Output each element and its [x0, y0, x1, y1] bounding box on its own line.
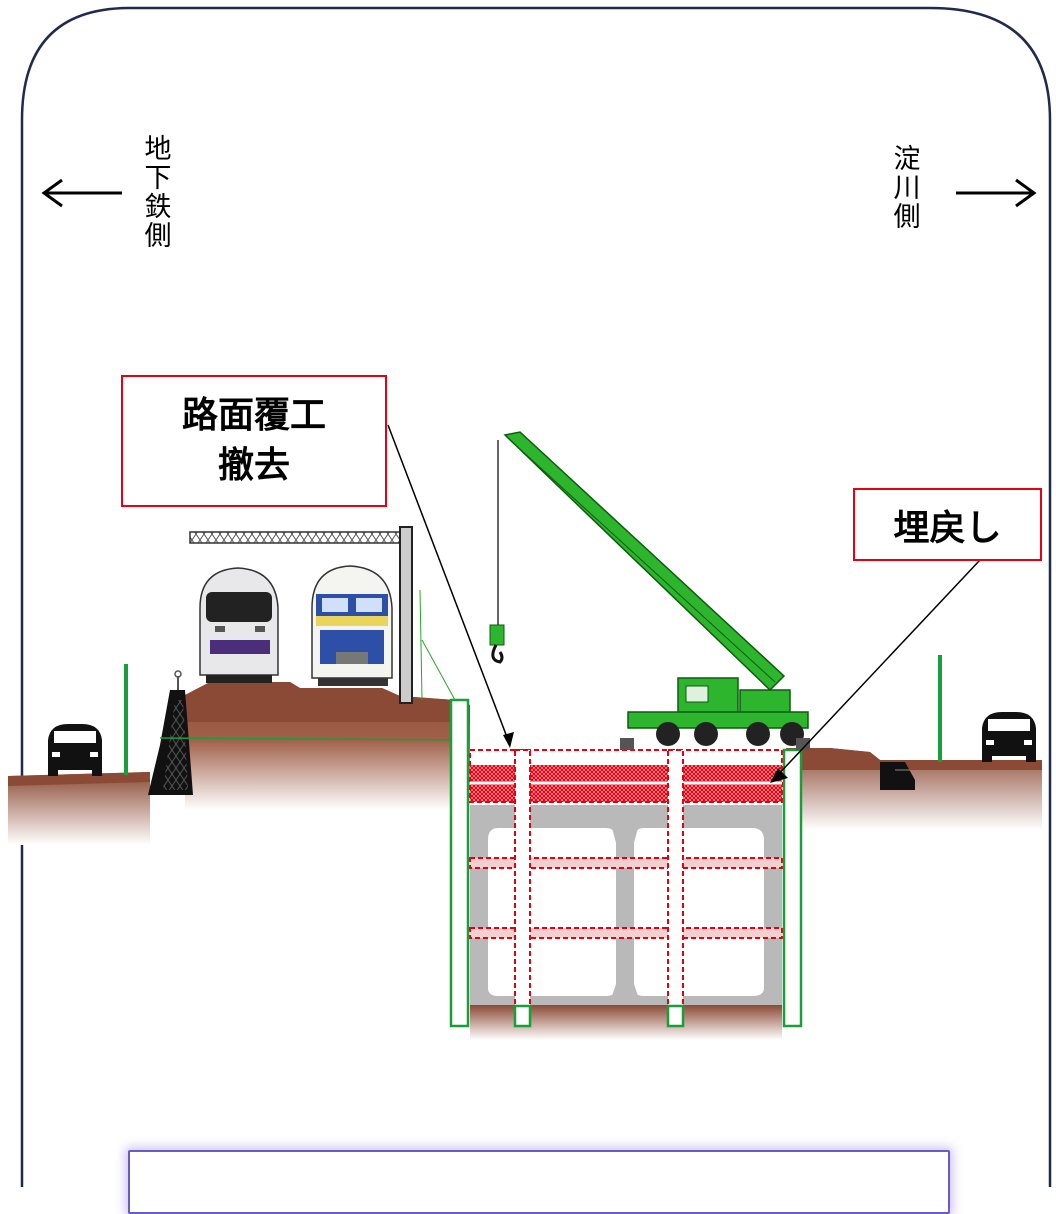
leader-backfill: [770, 559, 981, 783]
road-deck-removal-callout: 路面覆工 撤去: [121, 375, 387, 507]
diagram-canvas: [8, 6, 1052, 1187]
sheet-piles: [449, 698, 803, 1028]
backfill-callout: 埋戻し: [853, 488, 1042, 561]
tie-rod: [159, 737, 471, 741]
car-icon: [48, 724, 102, 776]
train-icon: [199, 567, 279, 683]
diagram-frame: [20, 6, 1052, 1187]
overhead-gantry: [189, 526, 456, 704]
car-icon: [982, 712, 1036, 762]
right-direction-label: 淀川側: [893, 144, 921, 233]
note-box: [128, 1150, 950, 1214]
left-direction-label: 地下鉄側: [144, 134, 172, 252]
retaining-wall: [148, 670, 193, 795]
right-kerb: [880, 762, 915, 790]
leader-road-deck: [387, 424, 514, 748]
right-arrow-icon: [956, 178, 1037, 208]
train-icon: [311, 565, 393, 686]
crane-icon: [489, 431, 810, 750]
embankment: [185, 682, 470, 810]
left-arrow-icon: [41, 178, 122, 208]
struts: [469, 749, 783, 1007]
left-ground: [8, 772, 150, 845]
